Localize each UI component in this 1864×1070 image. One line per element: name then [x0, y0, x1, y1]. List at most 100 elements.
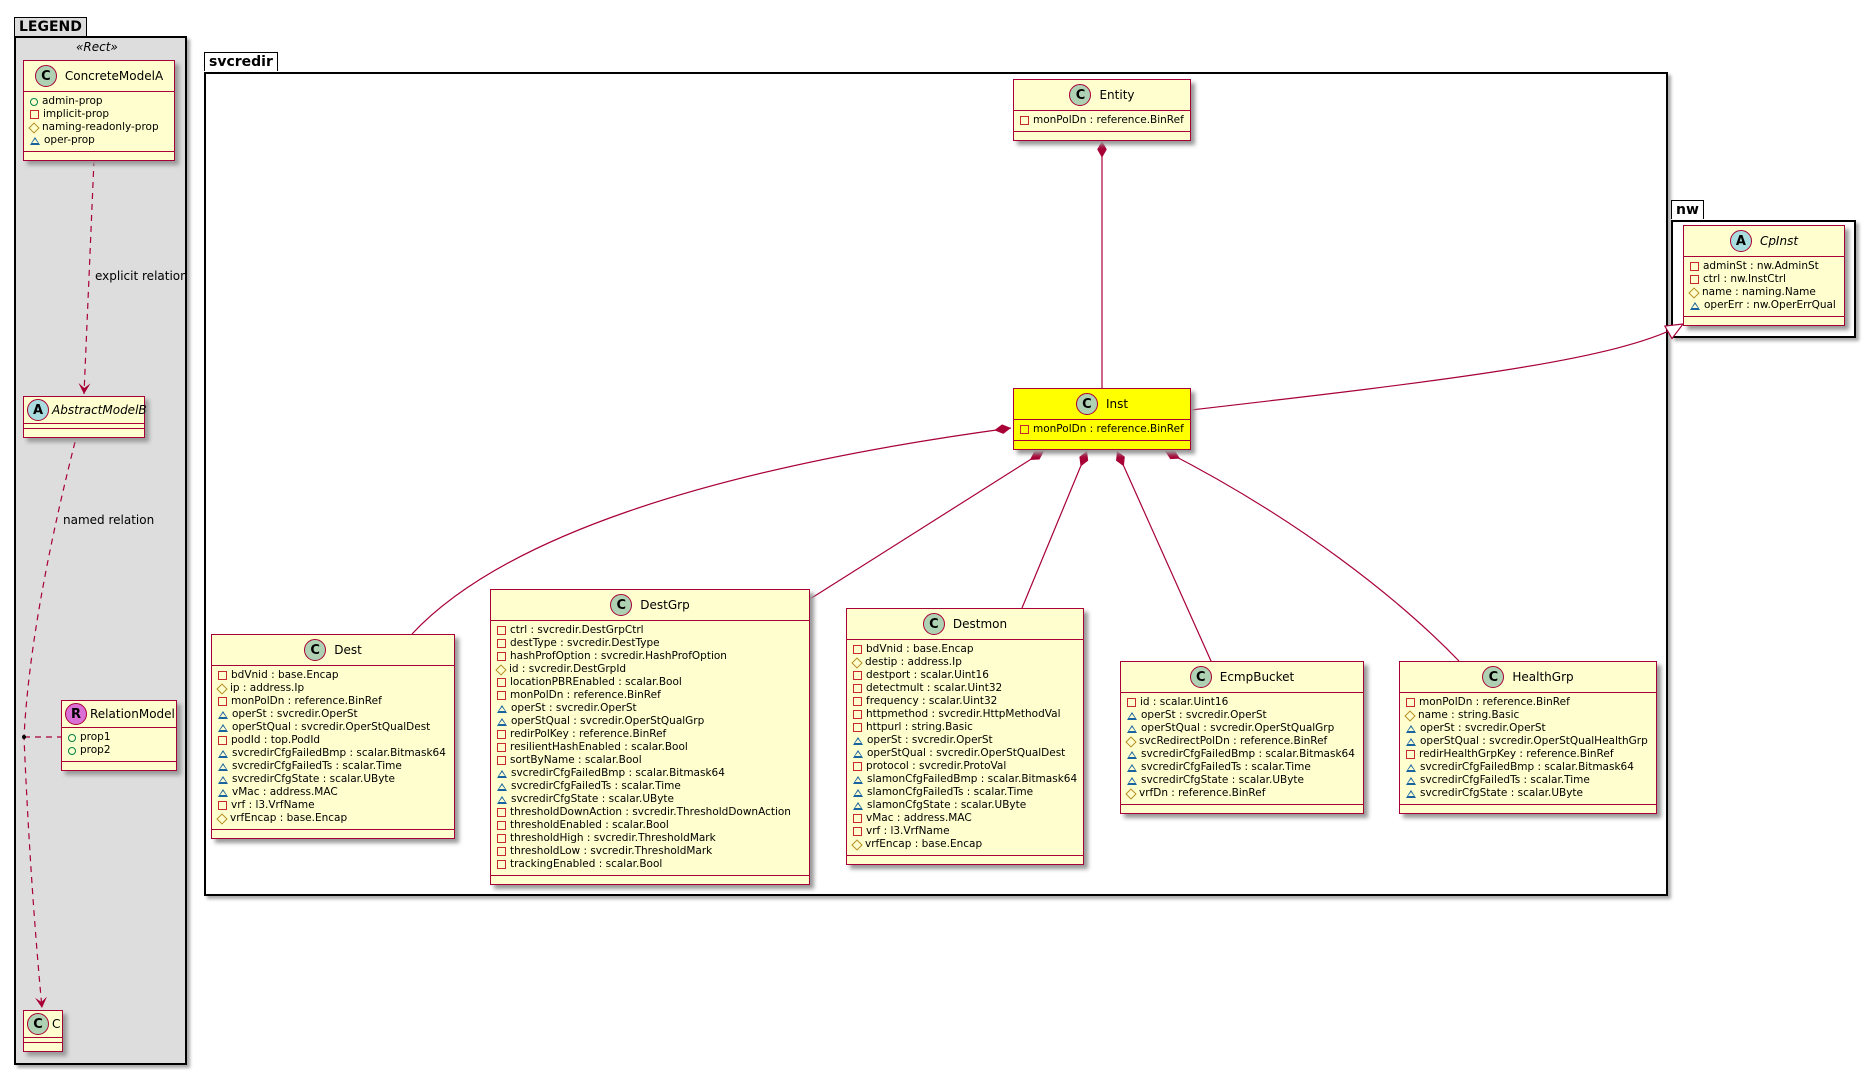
attribute-text: trackingEnabled : scalar.Bool	[510, 858, 663, 870]
class-name: RelationModel	[90, 707, 175, 721]
attribute-text: destport : scalar.Uint16	[866, 669, 989, 681]
attribute-row: vrf : l3.VrfName	[218, 799, 448, 812]
attribute-text: resilientHashEnabled : scalar.Bool	[510, 741, 688, 753]
attribute-text: operStQual : svcredir.OperStQualDest	[232, 721, 431, 733]
package-private-icon	[218, 710, 228, 719]
private-icon	[497, 678, 506, 687]
attribute-text: bdVnid : base.Encap	[866, 643, 974, 655]
attribute-text: svcredirCfgFailedBmp : scalar.Bitmask64	[232, 747, 446, 759]
attribute-text: redirHealthGrpKey : reference.BinRef	[1419, 748, 1614, 760]
class-name: EcmpBucket	[1219, 670, 1295, 684]
class-icon: C	[34, 65, 57, 87]
attribute-row: svcredirCfgFailedBmp : scalar.Bitmask64	[497, 767, 803, 780]
relation-icon: R	[65, 703, 87, 725]
attribute-text: svcredirCfgFailedBmp : scalar.Bitmask64	[1420, 761, 1634, 773]
attribute-row: svcredirCfgState : scalar.UByte	[1406, 787, 1650, 800]
public-icon	[68, 746, 76, 755]
attribute-text: operSt : svcredir.OperSt	[867, 734, 993, 746]
attribute-text: prop1	[80, 731, 111, 743]
attribute-text: operSt : svcredir.OperSt	[1420, 722, 1546, 734]
explicit-relation-label: explicit relation	[95, 269, 188, 283]
protected-icon	[851, 656, 863, 669]
private-icon	[1127, 698, 1136, 707]
legend-package-tab: LEGEND	[14, 17, 87, 36]
attribute-text: slamonCfgFailedTs : scalar.Time	[867, 786, 1034, 798]
attribute-row: vMac : address.MAC	[218, 786, 448, 799]
package-private-icon	[853, 749, 863, 758]
private-icon	[497, 691, 506, 700]
attribute-text: operStQual : svcredir.OperStQualGrp	[1141, 722, 1335, 734]
attribute-row: destType : svcredir.DestType	[497, 637, 803, 650]
attribute-text: operStQual : svcredir.OperStQualDest	[867, 747, 1066, 759]
inst-cpinst-inheritance	[1190, 324, 1683, 411]
package-private-icon	[1406, 724, 1416, 733]
private-icon	[853, 762, 862, 771]
inst-ecmpbucket-composition	[1116, 450, 1212, 662]
package-private-icon	[218, 723, 228, 732]
package-private-icon	[1406, 789, 1416, 798]
attributes-section: monPolDn : reference.BinRef	[1014, 420, 1190, 441]
attribute-row: monPolDn : reference.BinRef	[497, 689, 803, 702]
attribute-text: vrfDn : reference.BinRef	[1139, 787, 1266, 799]
package-private-icon	[1127, 776, 1137, 785]
attribute-row: name : string.Basic	[1404, 709, 1650, 722]
attribute-text: svcredirCfgFailedTs : scalar.Time	[1141, 761, 1311, 773]
attribute-row: destip : address.Ip	[851, 656, 1077, 669]
attribute-text: monPolDn : reference.BinRef	[1033, 114, 1184, 126]
private-icon	[218, 736, 227, 745]
private-icon	[853, 697, 862, 706]
attribute-text: thresholdHigh : svcredir.ThresholdMark	[510, 832, 716, 844]
package-private-icon	[218, 788, 228, 797]
attribute-row: hashProfOption : svcredir.HashProfOption	[497, 650, 803, 663]
private-icon	[853, 671, 862, 680]
private-icon	[853, 710, 862, 719]
class-name: AbstractModelB	[52, 403, 147, 417]
class-name: CpInst	[1759, 234, 1799, 248]
inst-destmon-composition	[1021, 450, 1089, 609]
methods-section	[24, 1043, 62, 1051]
attribute-row: svcredirCfgFailedBmp : scalar.Bitmask64	[1127, 748, 1357, 761]
attribute-row: monPolDn : reference.BinRef	[1020, 423, 1184, 436]
attribute-text: naming-readonly-prop	[42, 121, 159, 133]
attribute-text: redirPolKey : reference.BinRef	[510, 728, 667, 740]
private-icon	[497, 639, 506, 648]
protected-icon	[216, 812, 228, 825]
attribute-text: operSt : svcredir.OperSt	[232, 708, 358, 720]
attribute-text: svcredirCfgFailedBmp : scalar.Bitmask64	[511, 767, 725, 779]
class-icon: C	[1482, 666, 1505, 688]
attribute-row: svcRedirectPolDn : reference.BinRef	[1125, 735, 1357, 748]
attribute-text: frequency : scalar.Uint32	[866, 695, 998, 707]
attribute-text: ctrl : svcredir.DestGrpCtrl	[510, 624, 644, 636]
attribute-text: ip : address.Ip	[230, 682, 305, 694]
protected-icon	[28, 121, 40, 134]
class-icon: C	[1075, 393, 1098, 415]
legend-stereotype: «Rect»	[76, 40, 118, 54]
class-name: Destmon	[952, 617, 1008, 631]
attribute-row: admin-prop	[30, 95, 168, 108]
svcredir-package-tab: svcredir	[204, 52, 278, 71]
attribute-text: slamonCfgFailedBmp : scalar.Bitmask64	[867, 773, 1078, 785]
private-icon	[1690, 262, 1699, 271]
attribute-text: vrfEncap : base.Encap	[865, 838, 983, 850]
class-name: ConcreteModelA	[64, 69, 164, 83]
attribute-text: svcredirCfgFailedTs : scalar.Time	[232, 760, 402, 772]
attribute-row: prop2	[68, 744, 170, 757]
abstract-class-icon: A	[27, 399, 49, 421]
